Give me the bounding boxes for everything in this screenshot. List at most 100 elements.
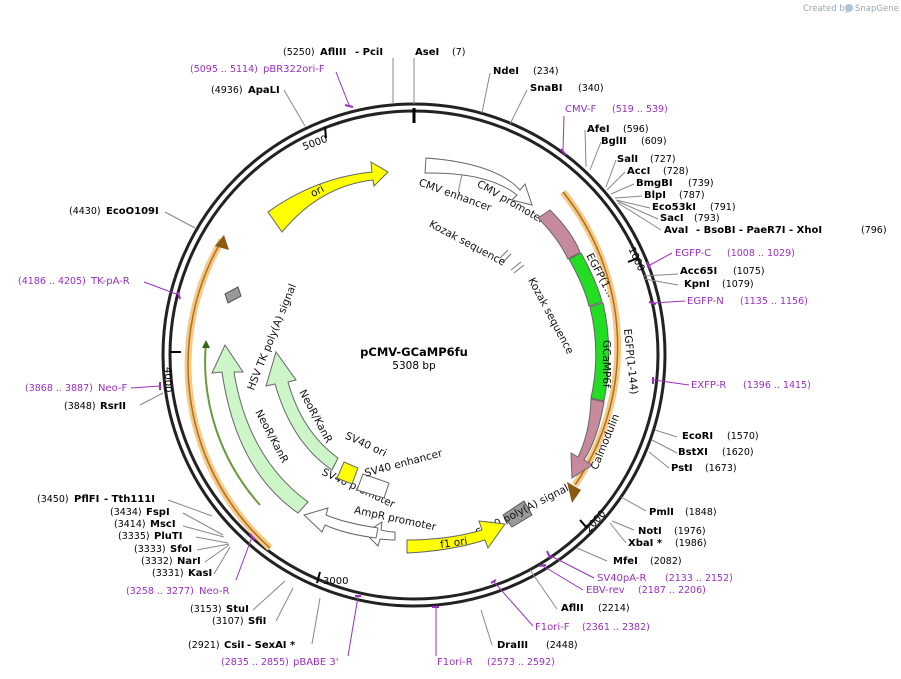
enzyme-name: NarI [177,556,201,567]
enzyme-name: XbaI * [628,538,663,549]
primer-pos: (1008 .. 1029) [727,248,795,259]
enzyme-name: BlpI [644,190,666,201]
primer-name: pBR322ori-F [263,64,325,75]
enzyme-pos: (727) [650,154,676,165]
enzyme-pos: (1620) [722,447,754,458]
enzyme-labels: (5250) AflIII - PciI AseI (7) NdeI (234)… [37,47,887,651]
primer-name: pBABE 3' [293,657,339,668]
plasmid-name: pCMV-GCaMP6fu [360,345,468,359]
gcamp6f-label: GCaMP6f [600,340,612,388]
leader-lines [130,58,690,657]
primer-name: EGFP-N [687,296,724,307]
enzyme-name: Acc65I [680,266,717,277]
enzyme-name: NdeI [493,66,519,77]
enzyme-name: PluTI [154,531,182,542]
enzyme-pos: (3450) [37,494,69,505]
enzyme-pos: (5250) [283,47,315,58]
primer-pos: (3868 .. 3887) [25,383,93,394]
enzyme-name: DraIII [497,640,528,651]
enzyme-pos: (3332) [141,556,173,567]
primer-name: EBV-rev [586,585,625,596]
enzyme-name: PflFI [74,494,99,505]
enzyme-pos: (2921) [188,640,220,651]
enzyme-pos: (1848) [685,507,717,518]
enzyme-pos: (340) [578,83,604,94]
enzyme-extra: - BsoBI - PaeR7I - XhoI [696,225,822,236]
enzyme-pos: (1673) [705,463,737,474]
primer-pos: (519 .. 539) [612,104,668,115]
enzyme-name: StuI [226,604,249,615]
primer-pos: (2573 .. 2592) [487,657,555,668]
egfp-label-b: EGFP(1-144) [621,328,640,395]
enzyme-pos: (3848) [64,401,96,412]
enzyme-name: KpnI [684,279,710,290]
enzyme-pos: (1075) [733,266,765,277]
enzyme-name: BglII [601,136,627,147]
enzyme-name: CsiI [224,640,244,651]
enzyme-name: BmgBI [636,178,673,189]
f1-ori-arrow [406,520,506,554]
enzyme-name: SnaBI [530,83,562,94]
enzyme-pos: (3331) [152,568,184,579]
enzyme-pos: (2214) [598,603,630,614]
enzyme-pos: (3333) [134,544,166,555]
primer-name: CMV-F [565,104,596,115]
primer-name: EGFP-C [675,248,711,259]
enzyme-name: MfeI [613,556,638,567]
enzyme-name: AvaI [664,225,688,236]
enzyme-name: SacI [660,213,684,224]
egfp-segment-b [589,302,610,402]
enzyme-pos: (4936) [211,85,243,96]
enzyme-pos: (2082) [650,556,682,567]
enzyme-name: SfiI [248,616,266,627]
primer-pos: (2187 .. 2206) [638,585,706,596]
enzyme-pos: (4430) [69,206,101,217]
primer-name: EXFP-R [691,380,726,391]
primer-pos: (3258 .. 3277) [126,586,194,597]
enzyme-name: ApaLI [248,85,280,96]
enzyme-name: SfoI [170,544,192,555]
enzyme-name: MscI [150,519,176,530]
enzyme-name: AflII [561,603,584,614]
enzyme-name: EcoRI [682,431,713,442]
primer-name: SV40pA-R [597,573,646,584]
enzyme-pos: (796) [861,225,887,236]
kozak-label-2: Kozak sequence [525,276,575,356]
enzyme-pos: (3153) [190,604,222,615]
primer-name: TK-pA-R [90,276,130,287]
enzyme-pos: (793) [694,213,720,224]
gcamp-nterm-segment [537,209,581,260]
orf-outlines [184,189,622,551]
primer-pos: (2133 .. 2152) [665,573,733,584]
primer-labels: (5095 .. 5114) pBR322ori-F CMV-F (519 ..… [18,64,811,668]
primer-marks [159,104,657,608]
kozak-label-1: Kozak sequence [427,218,507,268]
primer-name: F1ori-F [535,622,570,633]
ori-arrow [267,161,389,233]
enzyme-pos: (596) [623,124,649,135]
enzyme-pos: (3414) [114,519,146,530]
enzyme-name: PstI [671,463,693,474]
primer-pos: (5095 .. 5114) [190,64,258,75]
primer-pos: (4186 .. 4205) [18,276,86,287]
credit-prefix: Created by [803,4,850,14]
snapgene-credit: Created by SnapGene [803,4,899,14]
center-label: pCMV-GCaMP6fu 5308 bp [360,345,468,372]
enzyme-name: AflIII [320,47,346,58]
enzyme-pos: (1570) [727,431,759,442]
enzyme-pos: (1986) [675,538,707,549]
enzyme-extra: - PciI [355,47,383,58]
calmodulin-arrow [570,398,605,479]
tick-label-3000: 3000 [323,576,348,587]
sv40-polya-box [502,500,533,528]
enzyme-pos: (609) [641,136,667,147]
f1-ori-label: f1 ori [439,535,468,551]
enzyme-extra: - SexAI * [247,640,296,651]
hsv-tk-box [224,286,242,304]
enzyme-name: SalI [617,154,638,165]
primer-name: Neo-R [199,586,230,597]
primer-pos: (2361 .. 2382) [582,622,650,633]
tick-label-4000: 4000 [162,367,173,392]
enzyme-pos: (728) [663,166,689,177]
primer-pos: (1396 .. 1415) [743,380,811,391]
